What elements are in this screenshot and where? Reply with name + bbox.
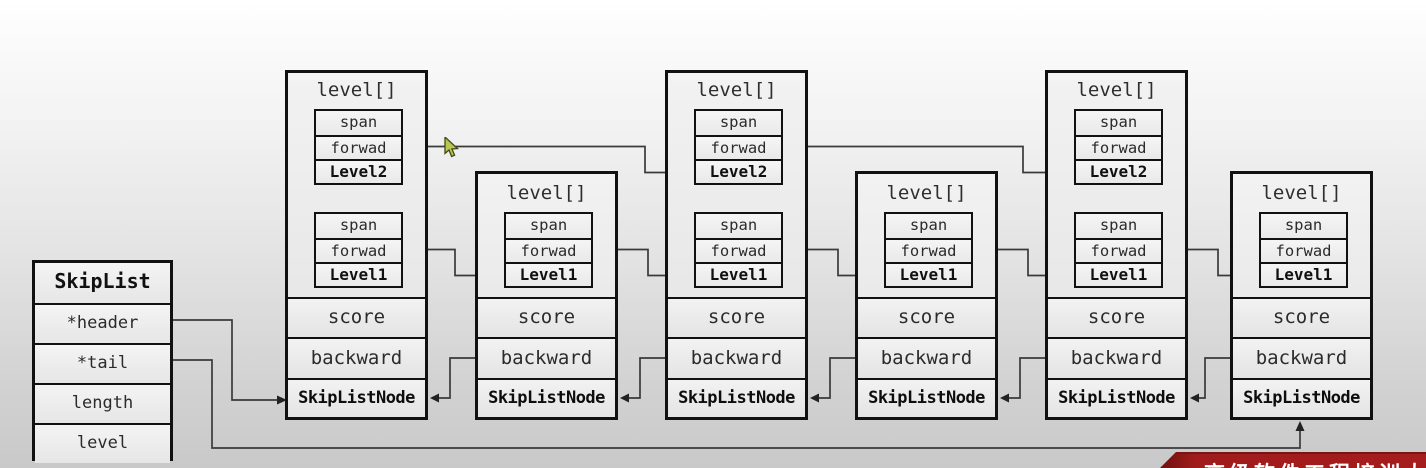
level-name: Level2 — [316, 159, 401, 183]
node-type-cell: SkipListNode — [858, 378, 995, 417]
backward-cell: backward — [1048, 337, 1185, 378]
backward-cell: backward — [668, 337, 805, 378]
skiplist-node-2: level[] span forwad Level1 score backwar… — [475, 171, 618, 420]
span-cell: span — [886, 214, 971, 238]
wire-bw-3-2 — [629, 357, 665, 399]
wire-bw-6-5 — [1199, 357, 1230, 399]
forward-cell: forwad — [696, 135, 781, 159]
forward-cell: forwad — [696, 238, 781, 262]
span-cell: span — [506, 214, 591, 238]
skiplist-node-3: level[] span forwad Level2 span forwad L… — [665, 70, 808, 420]
score-cell: score — [668, 297, 805, 337]
mouse-cursor-icon — [444, 137, 460, 158]
span-cell: span — [1076, 111, 1161, 135]
node-type-cell: SkipListNode — [1048, 378, 1185, 417]
level-array-label: level[] — [1261, 182, 1342, 204]
level-array-label: level[] — [696, 79, 777, 101]
span-cell: span — [1076, 214, 1161, 238]
level1-entry: span forwad Level1 — [1074, 212, 1163, 288]
wire-bw-4-3 — [819, 357, 855, 399]
wire-bw-5-4 — [1009, 357, 1045, 399]
watermark-text: 高级软件工程培训大厂 — [1204, 458, 1426, 468]
forward-cell: forwad — [316, 135, 401, 159]
level-name: Level2 — [1076, 159, 1161, 183]
span-cell: span — [696, 111, 781, 135]
score-cell: score — [1048, 297, 1185, 337]
level1-entry: span forwad Level1 — [694, 212, 783, 288]
forward-cell: forwad — [1076, 238, 1161, 262]
field-level: level — [35, 423, 170, 463]
skiplist-title: SkipList — [35, 263, 170, 303]
score-cell: score — [478, 297, 615, 337]
level2-entry: span forwad Level2 — [314, 109, 403, 185]
skiplist-node-6: level[] span forwad Level1 score backwar… — [1230, 171, 1373, 420]
level-name: Level1 — [316, 262, 401, 286]
node-type-cell: SkipListNode — [288, 378, 425, 417]
level-array-label: level[] — [316, 79, 397, 101]
forward-cell: forwad — [1261, 238, 1346, 262]
level2-entry: span forwad Level2 — [1074, 109, 1163, 185]
span-cell: span — [1261, 214, 1346, 238]
score-cell: score — [858, 297, 995, 337]
backward-cell: backward — [858, 337, 995, 378]
level-name: Level1 — [506, 262, 591, 286]
level-name: Level2 — [696, 159, 781, 183]
field-length: length — [35, 383, 170, 423]
level-array-label: level[] — [886, 182, 967, 204]
level1-entry: span forwad Level1 — [884, 212, 973, 288]
span-cell: span — [316, 111, 401, 135]
forward-cell: forwad — [316, 238, 401, 262]
skiplist-node-4: level[] span forwad Level1 score backwar… — [855, 171, 998, 420]
forward-cell: forwad — [886, 238, 971, 262]
forward-cell: forwad — [1076, 135, 1161, 159]
node-type-cell: SkipListNode — [668, 378, 805, 417]
span-cell: span — [316, 214, 401, 238]
level-array-label: level[] — [1076, 79, 1157, 101]
level-name: Level1 — [696, 262, 781, 286]
level-array-label: level[] — [506, 182, 587, 204]
backward-cell: backward — [1233, 337, 1370, 378]
wire-bw-2-1 — [439, 357, 475, 399]
level-name: Level1 — [1261, 262, 1346, 286]
level1-entry: span forwad Level1 — [1259, 212, 1348, 288]
forward-cell: forwad — [506, 238, 591, 262]
level-name: Level1 — [886, 262, 971, 286]
node-type-cell: SkipListNode — [1233, 378, 1370, 417]
wire-l2-3-5 — [779, 145, 1066, 174]
wire-l2-1-3 — [399, 145, 686, 174]
level-name: Level1 — [1076, 262, 1161, 286]
score-cell: score — [1233, 297, 1370, 337]
level1-entry: span forwad Level1 — [314, 212, 403, 288]
level2-entry: span forwad Level2 — [694, 109, 783, 185]
wire-tail — [173, 359, 1301, 449]
field-header: *header — [35, 303, 170, 343]
score-cell: score — [288, 297, 425, 337]
node-type-cell: SkipListNode — [478, 378, 615, 417]
skiplist-node-5: level[] span forwad Level2 span forwad L… — [1045, 70, 1188, 420]
backward-cell: backward — [478, 337, 615, 378]
backward-cell: backward — [288, 337, 425, 378]
field-tail: *tail — [35, 343, 170, 383]
span-cell: span — [696, 214, 781, 238]
watermark-banner: 高级软件工程培训大厂 — [1160, 452, 1426, 468]
skiplist-node-1: level[] span forwad Level2 span forwad L… — [285, 70, 428, 420]
wire-header — [173, 319, 277, 401]
skiplist-struct: SkipList *header *tail length level — [32, 260, 173, 463]
level1-entry: span forwad Level1 — [504, 212, 593, 288]
